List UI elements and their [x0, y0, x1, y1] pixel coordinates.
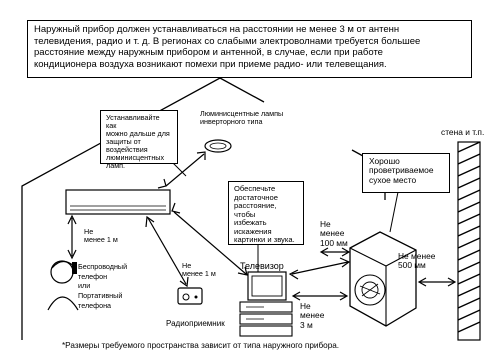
indoor-unit-icon [65, 189, 171, 215]
tv-label: Телевизор [240, 261, 284, 271]
distance-arrows [67, 151, 457, 301]
top-note-text: Наружный прибор должен устанавливаться н… [34, 24, 421, 70]
min-100mm-label: Не менее 100 мм [320, 219, 348, 248]
wall-label: стена и т.п. [441, 127, 485, 137]
min-500mm-label: Не менее 500 мм [398, 251, 436, 271]
radio-label: Радиоприемник [166, 319, 225, 328]
radio-icon [177, 287, 203, 305]
outdoor-unit-icon [349, 231, 417, 327]
min-1m-left-label: Не менее 1 м [84, 227, 118, 245]
person-phone-icon [47, 260, 79, 311]
min-3m-label: Не менее 3 м [300, 301, 325, 330]
fluorescent-advice-box: Устанавливайте как можно дальше для защи… [100, 110, 178, 170]
distance-note-text: Обеспечьте достаточное расстояние, чтобы… [234, 184, 295, 244]
hatched-wall [457, 141, 481, 341]
ventilated-box: Хорошо проветриваемое сухое место [362, 153, 450, 193]
footnote: *Размеры требуемого пространства зависит… [62, 341, 340, 350]
top-note-box: Наружный прибор должен устанавливаться н… [27, 20, 472, 78]
min-1m-radio-label: Не менее 1 м [182, 261, 216, 279]
distance-note-box: Обеспечьте достаточное расстояние, чтобы… [228, 181, 304, 245]
fluorescent-lamps-label: Люминисцентные лампы инвертoрного типа [200, 109, 284, 127]
ceiling-lamp-icon [204, 139, 232, 153]
fluorescent-advice-text: Устанавливайте как можно дальше для защи… [106, 113, 170, 171]
ventilated-text: Хорошо проветриваемое сухое место [369, 156, 434, 185]
tv-icon [239, 271, 293, 337]
phone-label: Беспроводный телефон или Портативный тел… [78, 262, 128, 310]
